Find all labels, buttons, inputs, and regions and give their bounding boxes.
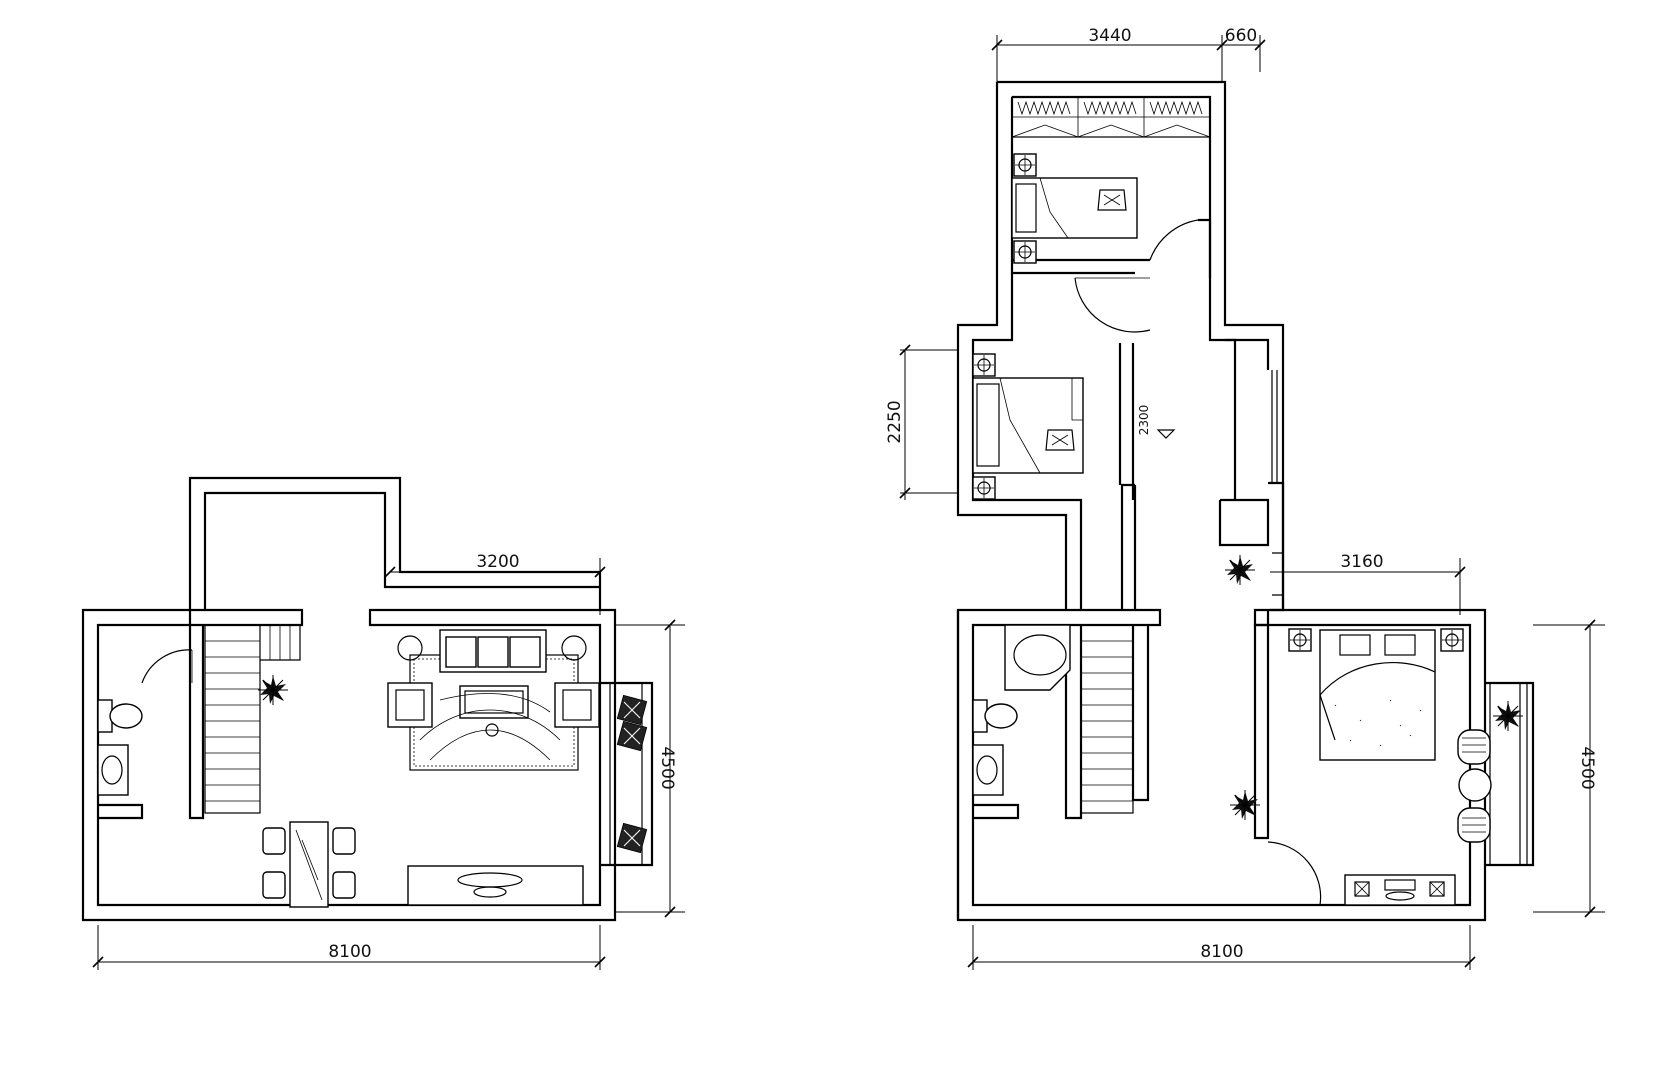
toilet <box>97 699 143 733</box>
dimension-left-depth: 2250 <box>885 400 905 443</box>
dimension-top-left-width: 3440 <box>1088 26 1131 46</box>
sofa-top <box>439 629 547 673</box>
dimension-bedroom-width: 3160 <box>1340 552 1383 572</box>
floor-lamp-left <box>397 635 423 661</box>
washbasin <box>97 744 129 796</box>
bedside-lamp-icon <box>1440 628 1464 652</box>
dimension-lines: 3440 660 2250 3160 8100 4500 <box>885 26 1605 970</box>
dimension-right-depth: 4500 <box>1577 746 1597 789</box>
potted-plant-icon <box>1492 700 1524 732</box>
pillow-icon <box>1097 189 1127 211</box>
door-swing <box>1267 841 1322 906</box>
armchair-left <box>387 682 433 728</box>
dining-table-set <box>262 821 356 908</box>
dimension-bottom-width: 8100 <box>328 942 371 962</box>
armchair-right <box>554 682 600 728</box>
dimension-right-depth: 4500 <box>657 746 677 789</box>
dimension-lines: 3200 8100 4500 <box>92 552 685 970</box>
dimension-top-right-width: 660 <box>1225 26 1257 46</box>
bedside-lamp-icon <box>1013 153 1037 177</box>
bedside-lamp-icon <box>1288 628 1312 652</box>
bed-middle-room <box>972 377 1084 474</box>
stair-level-text: 2300 <box>1137 405 1151 436</box>
ground-bathroom <box>97 649 193 796</box>
bedside-lamp-icon <box>972 476 996 500</box>
coffee-table <box>459 685 529 719</box>
floor-lamp-right <box>561 635 587 661</box>
balcony-table-set <box>1457 729 1492 843</box>
pillow-icon <box>1045 429 1075 451</box>
potted-plant-icon <box>257 674 289 706</box>
door-swing <box>1149 219 1199 261</box>
bedside-lamp-icon <box>1013 240 1037 264</box>
wardrobe <box>1011 96 1211 138</box>
bedside-lamp-icon <box>972 353 996 377</box>
bedroom-tv-cabinet <box>1344 874 1456 906</box>
staircase <box>204 624 301 814</box>
master-bed <box>1319 629 1436 761</box>
upper-bathroom <box>972 624 1071 796</box>
living-room-sofa-set <box>387 629 600 771</box>
walls <box>81 476 654 922</box>
stair-level-note: 2300 <box>1137 405 1176 439</box>
dimension-top-width: 3200 <box>476 552 519 572</box>
plan-upper-floor: 2300 <box>885 26 1605 970</box>
dimension-bottom-width: 8100 <box>1200 942 1243 962</box>
plan-ground-floor: 3200 8100 4500 <box>81 476 685 970</box>
staircase <box>1080 624 1134 814</box>
potted-plant-icon <box>1224 554 1256 586</box>
door-swing <box>1074 277 1151 333</box>
bed-top-room <box>1011 177 1138 239</box>
tv-cabinet <box>407 865 584 906</box>
